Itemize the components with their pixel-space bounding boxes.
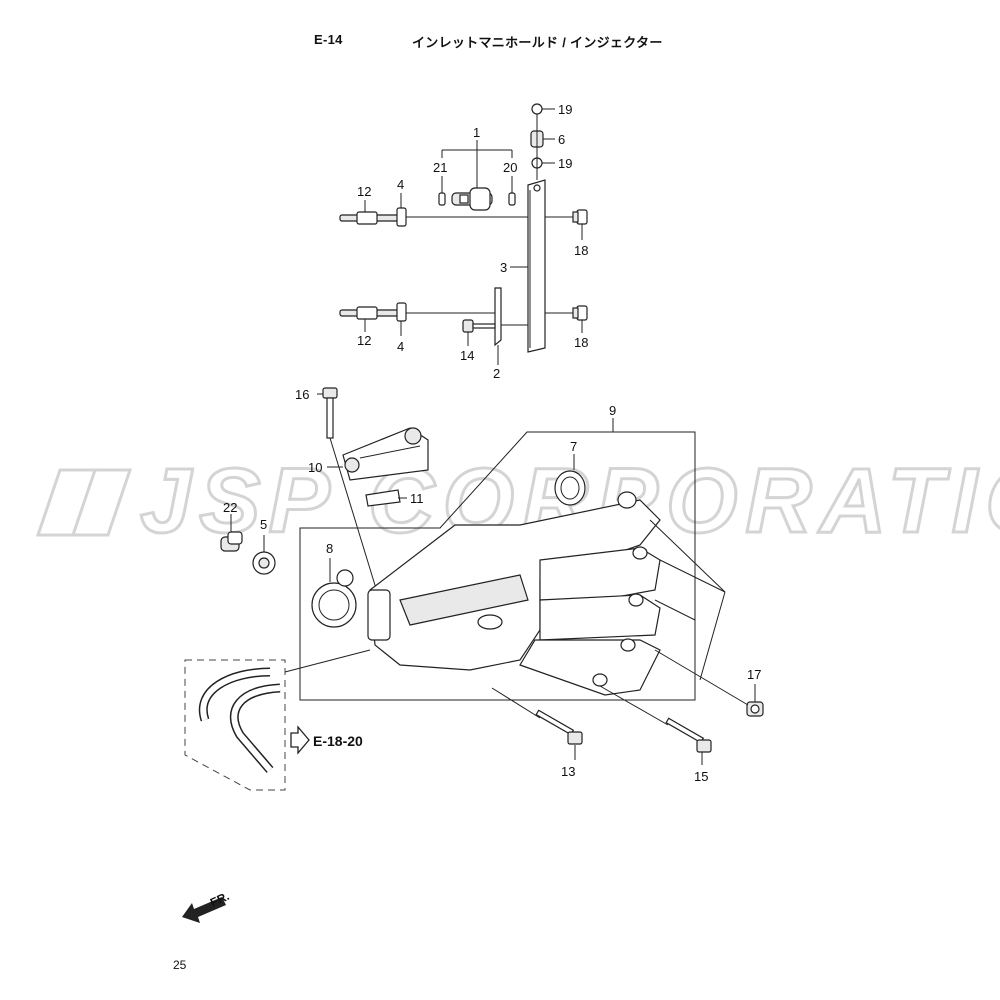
callout-label: 12 bbox=[357, 184, 371, 199]
cap-22-icon bbox=[220, 531, 243, 552]
vacuum-hose-icon bbox=[198, 667, 281, 773]
callout-label: 3 bbox=[500, 260, 507, 275]
callout-label: 21 bbox=[433, 160, 447, 175]
bolt-16-icon bbox=[322, 387, 338, 439]
spacer-4-top-icon bbox=[396, 207, 407, 227]
callout-label: 7 bbox=[570, 439, 577, 454]
page-number: 25 bbox=[173, 958, 187, 972]
callout-label: 4 bbox=[397, 339, 404, 354]
gasket-11-icon bbox=[365, 489, 401, 507]
callout-label: 9 bbox=[609, 403, 616, 418]
o-ring-19-top-icon bbox=[531, 103, 543, 115]
callout-label: 17 bbox=[747, 667, 761, 682]
callout-label: 14 bbox=[460, 348, 474, 363]
stud-bolt-12-top-icon bbox=[339, 211, 399, 225]
callout-label: 18 bbox=[574, 335, 588, 350]
callout-label: 13 bbox=[561, 764, 575, 779]
callout-label: 20 bbox=[503, 160, 517, 175]
callout-label: 19 bbox=[558, 156, 572, 171]
callout-label: 16 bbox=[295, 387, 309, 402]
watermark-logo-icon bbox=[35, 468, 133, 537]
nut-17-icon bbox=[746, 701, 764, 717]
reference-arrow-icon bbox=[290, 725, 310, 755]
injector-icon bbox=[451, 187, 493, 211]
callout-label: 2 bbox=[493, 366, 500, 381]
reference-label: E-18-20 bbox=[313, 733, 363, 749]
front-label: FR. bbox=[208, 889, 231, 910]
manifold-group bbox=[184, 387, 764, 791]
callout-label: 4 bbox=[397, 177, 404, 192]
callout-label: 22 bbox=[223, 500, 237, 515]
callouts: 1 2 3 4 4 5 6 7 8 9 10 11 12 12 13 14 15… bbox=[223, 102, 761, 784]
bolt-13-icon bbox=[535, 709, 583, 745]
callout-label: 15 bbox=[694, 769, 708, 784]
diagram-code: E-14 bbox=[314, 32, 343, 47]
callout-label: 10 bbox=[308, 460, 322, 475]
bolt-14-icon bbox=[462, 319, 496, 333]
callout-label: 5 bbox=[260, 517, 267, 532]
bracket-2-icon bbox=[494, 287, 502, 347]
callout-label: 18 bbox=[574, 243, 588, 258]
callout-label: 11 bbox=[410, 491, 424, 506]
spacer-4-bottom-icon bbox=[396, 302, 407, 322]
callout-label: 12 bbox=[357, 333, 371, 348]
nut-18-top-icon bbox=[572, 209, 588, 225]
stud-bolt-12-bottom-icon bbox=[339, 306, 399, 320]
nut-18-bottom-icon bbox=[572, 305, 588, 321]
gear-5-icon bbox=[252, 551, 276, 575]
gasket-8-icon bbox=[311, 569, 357, 628]
callout-label: 6 bbox=[558, 132, 565, 147]
fuel-rail-icon bbox=[527, 179, 546, 353]
bolt-15-icon bbox=[665, 717, 712, 753]
diagram-title: インレットマニホールド / インジェクター bbox=[412, 35, 663, 50]
callout-label: 1 bbox=[473, 125, 480, 140]
callout-label: 19 bbox=[558, 102, 572, 117]
throttle-body-10-icon bbox=[342, 427, 429, 481]
callout-label: 8 bbox=[326, 541, 333, 556]
front-arrow-icon bbox=[182, 897, 226, 923]
o-ring-20-icon bbox=[508, 192, 516, 206]
hose-clamp-7-icon bbox=[554, 470, 586, 506]
o-ring-21-icon bbox=[438, 192, 446, 206]
injector-group bbox=[339, 103, 588, 365]
intake-manifold-9-icon bbox=[367, 491, 661, 696]
